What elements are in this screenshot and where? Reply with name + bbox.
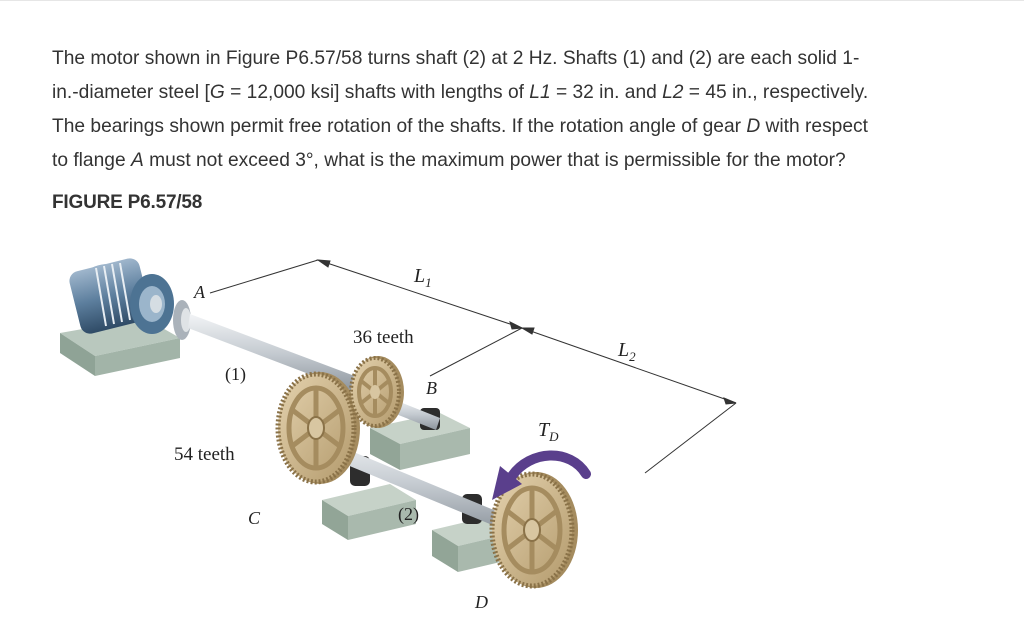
- symbol-G: G: [209, 82, 225, 103]
- gear-c-icon: [275, 371, 360, 485]
- problem-text: = 12,000 ksi] shafts with lengths of: [224, 82, 530, 103]
- label-l1: L1: [413, 265, 432, 290]
- symbol-D: D: [746, 116, 761, 137]
- label-36-teeth: 36 teeth: [353, 327, 414, 348]
- label-shaft-2: (2): [398, 504, 419, 525]
- problem-text: The bearings shown permit free rotation …: [52, 116, 747, 137]
- problem-text: in.-diameter steel [: [52, 82, 210, 103]
- gear-b-icon: [349, 356, 404, 428]
- label-54-teeth: 54 teeth: [174, 444, 235, 465]
- symbol-A: A: [130, 150, 144, 171]
- problem-text: must not exceed 3°, what is the maximum …: [143, 150, 846, 171]
- motor-icon: [69, 258, 174, 334]
- figure-label: FIGURE P6.57/58: [52, 192, 203, 213]
- flange-a: [173, 300, 191, 340]
- label-shaft-1: (1): [225, 364, 246, 385]
- symbol-L2: L2: [662, 82, 684, 103]
- problem-statement: The motor shown in Figure P6.57/58 turns…: [52, 42, 982, 178]
- problem-text: = 45 in., respectively.: [683, 82, 869, 103]
- problem-text: The motor shown in Figure P6.57/58 turns…: [52, 48, 860, 69]
- problem-text: with respect: [760, 116, 868, 137]
- gear-train-drawing: A B C D (1) (2) 36 teeth 54 teeth L1 L2 …: [60, 258, 737, 612]
- label-td: TD: [538, 419, 559, 444]
- torque-arrow-icon: [492, 450, 591, 500]
- problem-line-4: to flange A must not exceed 3°, what is …: [52, 144, 982, 178]
- problem-line-2: in.-diameter steel [G = 12,000 ksi] shaf…: [52, 76, 982, 110]
- label-c: C: [248, 508, 261, 528]
- gear-d-icon: [489, 471, 578, 589]
- top-divider: [0, 0, 1024, 1]
- problem-text: to flange: [52, 150, 131, 171]
- dimension-lines: [209, 259, 737, 474]
- label-d: D: [474, 592, 488, 612]
- label-a: A: [193, 282, 206, 302]
- problem-text: = 32 in. and: [550, 82, 663, 103]
- label-b: B: [426, 378, 437, 398]
- label-l2: L2: [617, 339, 636, 364]
- problem-line-3: The bearings shown permit free rotation …: [52, 110, 982, 144]
- problem-line-1: The motor shown in Figure P6.57/58 turns…: [52, 42, 982, 76]
- symbol-L1: L1: [529, 82, 551, 103]
- figure-illustration: A B C D (1) (2) 36 teeth 54 teeth L1 L2 …: [60, 238, 760, 638]
